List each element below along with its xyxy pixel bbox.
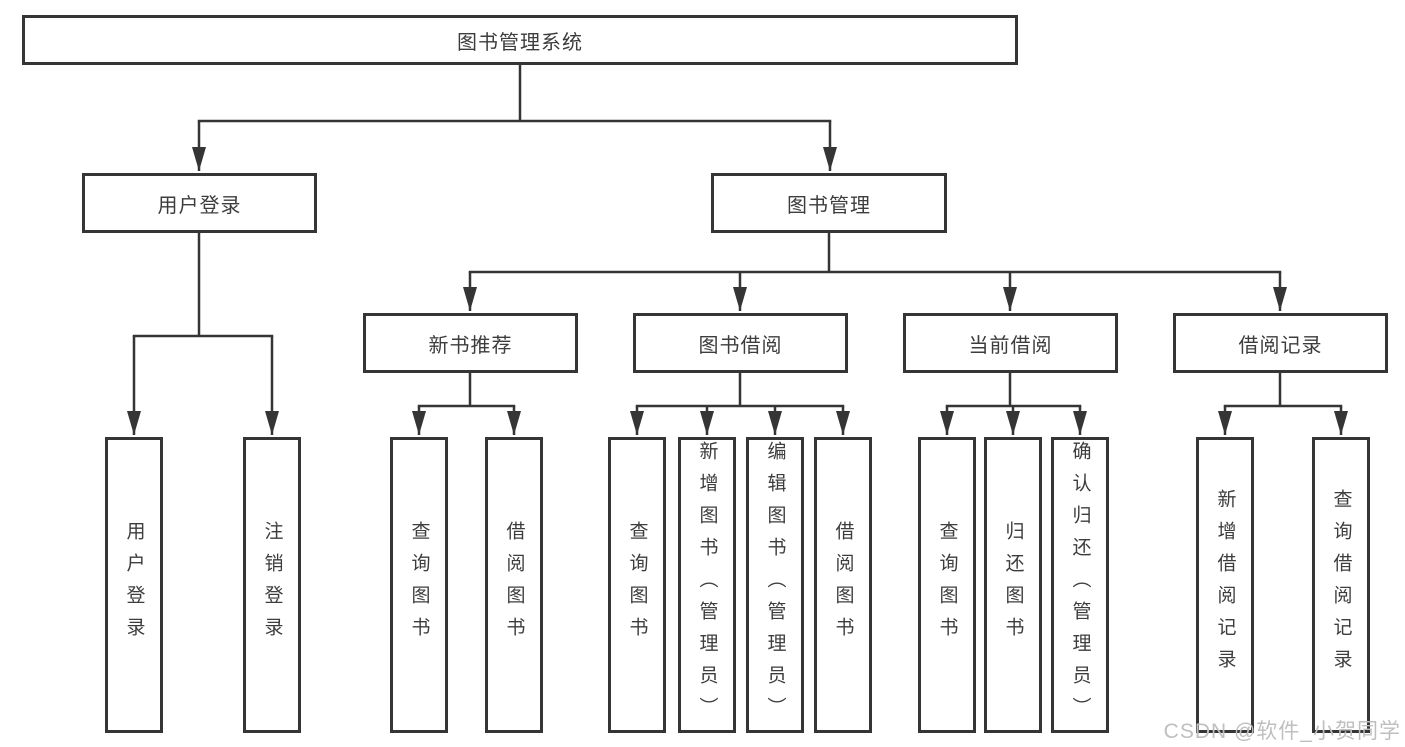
leaf-query-borrow-record: 查询借阅记录 — [1312, 437, 1370, 733]
node-label: 新增借阅记录 — [1214, 489, 1236, 681]
leaf-edit-books-admin: 编辑图书（管理员） — [746, 437, 804, 733]
node-label: 新增图书（管理员） — [696, 441, 718, 729]
leaf-confirm-return-admin: 确认归还（管理员） — [1051, 437, 1109, 733]
node-label: 图书管理 — [787, 194, 871, 217]
node-label: 编辑图书（管理员） — [764, 441, 786, 729]
node-label: 新书推荐 — [428, 334, 513, 357]
csdn-watermark: CSDN @软件_小贺同学 — [1163, 720, 1401, 743]
node-user-login: 用户登录 — [82, 173, 317, 233]
node-label: 注销登录 — [261, 521, 283, 649]
leaf-logout: 注销登录 — [243, 437, 301, 733]
node-label: 查询图书 — [408, 521, 430, 649]
node-label: 查询借阅记录 — [1330, 489, 1352, 681]
leaf-user-login: 用户登录 — [105, 437, 163, 733]
node-label: 当前借阅 — [968, 334, 1053, 357]
node-label: 确认归还（管理员） — [1069, 441, 1091, 729]
node-new-book-recommend: 新书推荐 — [363, 313, 578, 373]
leaf-add-books-admin: 新增图书（管理员） — [678, 437, 736, 733]
leaf-borrow-books: 借阅图书 — [814, 437, 872, 733]
leaf-borrow-books-recommend: 借阅图书 — [485, 437, 543, 733]
node-label: 用户登录 — [157, 194, 242, 217]
node-current-borrowing: 当前借阅 — [903, 313, 1118, 373]
leaf-return-books: 归还图书 — [984, 437, 1042, 733]
node-label: 用户登录 — [123, 521, 145, 649]
node-label: 图书借阅 — [698, 334, 783, 357]
node-library-management-system: 图书管理系统 — [22, 15, 1018, 65]
node-book-borrowing: 图书借阅 — [633, 313, 848, 373]
node-label: 归还图书 — [1002, 521, 1024, 649]
leaf-query-books-borrowing: 查询图书 — [608, 437, 666, 733]
node-label: 借阅图书 — [832, 521, 854, 649]
leaf-query-books-current: 查询图书 — [918, 437, 976, 733]
node-label: 借阅记录 — [1238, 334, 1323, 357]
leaf-query-books-recommend: 查询图书 — [390, 437, 448, 733]
node-label: 查询图书 — [626, 521, 648, 649]
node-label: 查询图书 — [936, 521, 958, 649]
node-borrowing-records: 借阅记录 — [1173, 313, 1388, 373]
leaf-add-borrow-record: 新增借阅记录 — [1196, 437, 1254, 733]
node-label: 图书管理系统 — [457, 31, 583, 54]
node-label: 借阅图书 — [503, 521, 525, 649]
node-book-management: 图书管理 — [711, 173, 947, 233]
